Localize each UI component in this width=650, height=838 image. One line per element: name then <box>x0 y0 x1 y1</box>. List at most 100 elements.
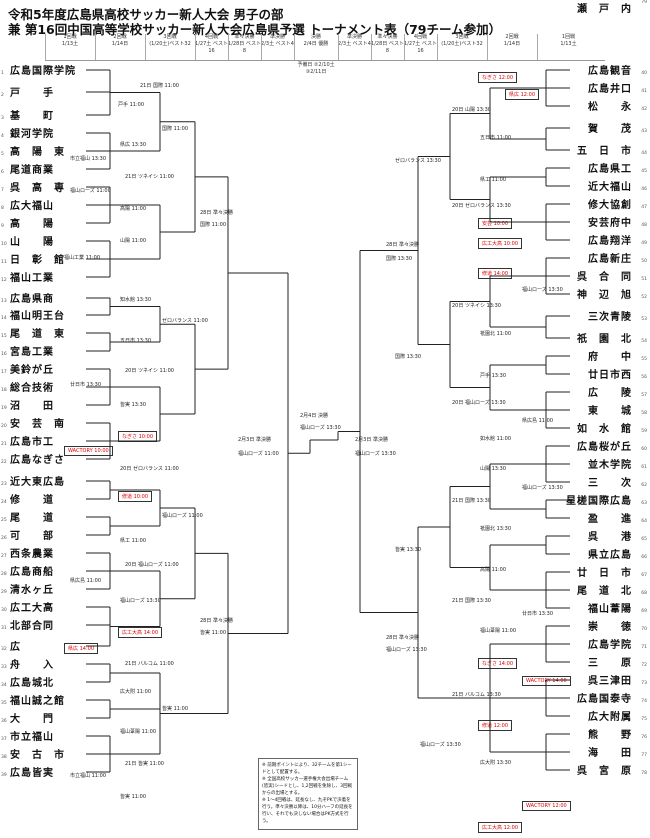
match-venue-note: 国際 13:30 <box>395 354 421 360</box>
team-seed-number: 48 <box>641 223 647 228</box>
team-seed-number: 6 <box>1 170 4 175</box>
team-seed-number: 11 <box>1 260 7 265</box>
team-seed-number: 51 <box>641 277 647 282</box>
match-venue-box: 修道 10:00 <box>118 491 152 502</box>
team-seed-number: 47 <box>641 205 647 210</box>
match-venue-note: 2月4日 決勝 <box>300 413 328 419</box>
team-name: 広島学院 <box>588 640 632 651</box>
team-seed-number: 79 <box>641 0 647 5</box>
round-divider <box>338 34 339 60</box>
legend-line: ※ 全国高校サッカー選手権大会出場チーム(皆実)シードとし、1,2回戦を免除し、… <box>262 777 353 796</box>
team-seed-number: 66 <box>641 555 647 560</box>
team-name: 基 町 <box>10 111 54 122</box>
match-venue-box: 県広 12:00 <box>505 89 539 100</box>
team-seed-number: 37 <box>1 737 7 742</box>
team-seed-number: 41 <box>641 89 647 94</box>
round-divider <box>195 34 196 60</box>
round-divider <box>537 34 538 60</box>
match-venue-note: 福山ローズ 11:00 <box>238 451 279 457</box>
team-name: 可 部 <box>10 531 54 542</box>
team-seed-number: 25 <box>1 518 7 523</box>
team-name: 尾 道 <box>10 513 54 524</box>
team-name: 美鈴が丘 <box>10 365 54 376</box>
match-venue-note: 五日市 11:00 <box>480 135 511 141</box>
team-seed-number: 67 <box>641 573 647 578</box>
team-name: 修大協創 <box>588 200 632 211</box>
team-name: 県立広島 <box>588 550 632 561</box>
match-venue-note: 2月3日 準決勝 <box>355 437 388 443</box>
match-venue-note: 20日 ゼロバランス 11:00 <box>120 466 179 472</box>
team-seed-number: 14 <box>1 316 7 321</box>
round-name: 4回戦 <box>413 34 428 40</box>
match-venue-note: 福山ローズ 13:30 <box>120 598 161 604</box>
round-name: 準々決勝 <box>234 34 255 40</box>
team-seed-number: 16 <box>1 352 7 357</box>
team-name: 広島皆実 <box>10 768 54 779</box>
match-venue-note: 高陽 11:00 <box>480 567 506 573</box>
team-seed-number: 24 <box>1 500 7 505</box>
team-seed-number: 64 <box>641 519 647 524</box>
match-venue-note: 21日 ツネイシ 11:00 <box>125 174 174 180</box>
team-name: 広島井口 <box>588 84 632 95</box>
team-seed-number: 76 <box>641 735 647 740</box>
team-name: 熊 野 <box>588 730 632 741</box>
match-venue-note: 2月3日 準決勝 <box>238 437 271 443</box>
match-venue-note: 28日 準々決勝 <box>386 635 419 641</box>
team-seed-number: 36 <box>1 719 7 724</box>
team-name: 広島商船 <box>10 567 54 578</box>
legend-line: ※ 前期ポイントにより、32チームを第1シードとして配置する。 <box>262 763 352 775</box>
round-divider <box>228 34 229 60</box>
match-venue-note: 20日 ツネイシ 13:30 <box>452 303 501 309</box>
round-date: 1/13土 <box>560 41 577 47</box>
match-venue-note: 知水館 13:30 <box>120 297 151 303</box>
match-venue-note: 広大附 13:30 <box>480 760 511 766</box>
team-name: 広島翔洋 <box>588 236 632 247</box>
team-seed-number: 62 <box>641 483 647 488</box>
team-seed-number: 29 <box>1 590 7 595</box>
match-venue-box: 修道 12:00 <box>478 720 512 731</box>
team-name: 大 門 <box>10 714 54 725</box>
team-seed-number: 5 <box>1 152 4 157</box>
match-venue-note: 福山ローズ 13:30 <box>522 287 563 293</box>
team-seed-number: 17 <box>1 370 7 375</box>
match-venue-note: 20日 山陽 13:30 <box>452 107 491 113</box>
match-venue-note: 20日 ゼロバランス 13:30 <box>452 203 511 209</box>
team-name: 福山葦陽 <box>588 604 632 615</box>
team-name: 呉 宮 原 <box>577 766 632 777</box>
team-seed-number: 78 <box>641 771 647 776</box>
match-venue-box: 安芸 10:00 <box>478 218 512 229</box>
round-divider <box>145 34 146 60</box>
team-name: 三次青陵 <box>588 312 632 323</box>
team-name: 東 城 <box>588 406 632 417</box>
match-venue-note: 廿日市 13:30 <box>522 611 553 617</box>
team-seed-number: 46 <box>641 187 647 192</box>
team-seed-number: 56 <box>641 375 647 380</box>
team-name: 銀河学院 <box>10 129 54 140</box>
team-name: 呉 高 専 <box>10 183 65 194</box>
team-name: 廿日市西 <box>588 370 632 381</box>
team-name: 福山工業 <box>10 273 54 284</box>
round-divider <box>261 34 262 60</box>
team-name: 福山誠之館 <box>10 696 65 707</box>
team-name: 山 陽 <box>10 237 54 248</box>
round-date: 1/27土 ベスト16 <box>404 41 437 54</box>
round-name: 1回戦 <box>561 34 576 40</box>
team-seed-number: 15 <box>1 334 7 339</box>
match-venue-note: 国際 13:30 <box>386 256 412 262</box>
team-name: 北部合同 <box>10 621 54 632</box>
match-venue-note: 福山ローズ 13:30 <box>420 742 461 748</box>
match-venue-note: 福山ローズ 11:00 <box>70 188 111 194</box>
team-name: 尾道商業 <box>10 165 54 176</box>
team-seed-number: 50 <box>641 259 647 264</box>
header-rule <box>45 60 605 61</box>
team-name: 祇 園 北 <box>577 334 632 345</box>
team-name: 呉 合 同 <box>577 272 632 283</box>
match-venue-note: 県工 11:00 <box>120 538 146 544</box>
team-seed-number: 8 <box>1 206 4 211</box>
team-seed-number: 19 <box>1 406 7 411</box>
match-venue-box: なぎさ 12:00 <box>478 72 517 83</box>
team-seed-number: 23 <box>1 482 7 487</box>
team-seed-number: 21 <box>1 442 7 447</box>
